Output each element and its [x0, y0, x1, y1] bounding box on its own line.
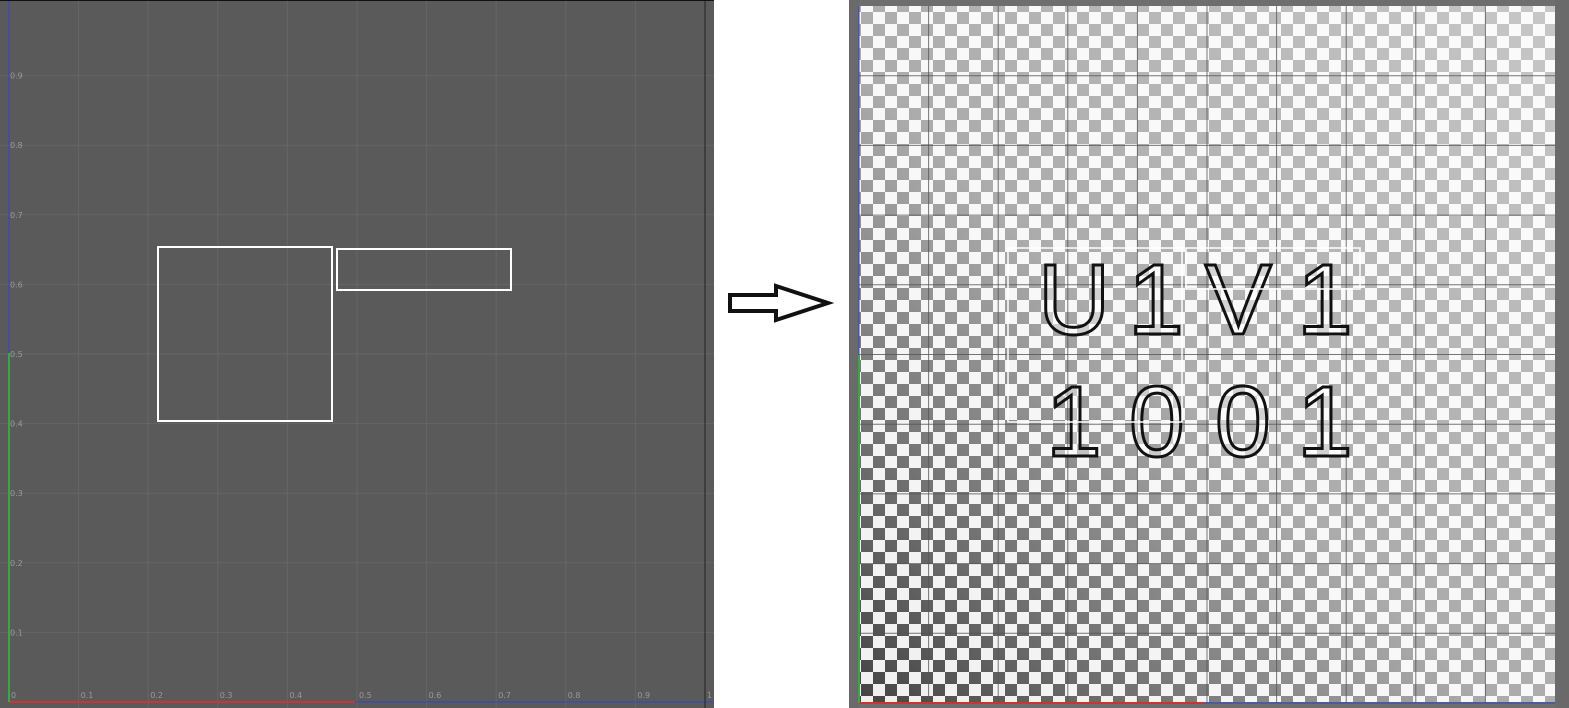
tick-label-x: 0.2 [150, 691, 163, 700]
tick-label-y: 0.4 [10, 420, 23, 429]
tick-label-y: 0.9 [10, 72, 23, 81]
tick-label-y: 0.2 [10, 559, 23, 568]
tick-label-x: 0.7 [498, 691, 511, 700]
tile-letter-v: V [1205, 244, 1272, 356]
tick-label-y: 0.3 [10, 489, 23, 498]
tick-label-y: 0.5 [10, 350, 23, 359]
tick-label-y: 0.6 [10, 280, 23, 289]
uv-shell-square[interactable] [157, 246, 333, 422]
uv-grid [0, 1, 714, 708]
tick-label-y: 0.7 [10, 211, 23, 220]
tick-label-y: 0.1 [10, 628, 23, 637]
right-arrow-icon [726, 282, 835, 324]
tick-label-x: 0.3 [220, 691, 233, 700]
tile-digit-0b: 0 [1215, 366, 1271, 478]
tick-label-x: 0 [11, 691, 16, 700]
uv-grid-canvas: 0 0.1 0.2 0.3 0.4 0.5 0.6 0.7 0.8 0.9 1 0.1 0.2 0.3 0.… [0, 1, 714, 708]
uv-shell-square[interactable] [1007, 247, 1183, 423]
uv-shell-strip[interactable] [1185, 247, 1361, 290]
tile-letter-1b: 1 [1297, 244, 1353, 356]
tick-label-x: 1 [707, 691, 712, 700]
uv-grid [859, 6, 1555, 703]
tile-letter-1a: 1 [1128, 244, 1184, 356]
tick-label-x: 0.9 [637, 691, 650, 700]
tick-label-x: 0.1 [81, 691, 94, 700]
uv-shell-strip[interactable] [336, 248, 512, 291]
tick-label-y: 0.8 [10, 141, 23, 150]
uv-editor-left: 0 0.1 0.2 0.3 0.4 0.5 0.6 0.7 0.8 0.9 1 0.1 0.2 0.3 0.… [0, 0, 714, 708]
tick-label-x: 0.6 [429, 691, 442, 700]
uv-editor-right: U 1 V 1 1 0 0 1 [849, 0, 1569, 708]
uv-checker-canvas: U 1 V 1 1 0 0 1 [849, 0, 1569, 708]
uv-tick-labels: 0 0.1 0.2 0.3 0.4 0.5 0.6 0.7 0.8 0.9 1 0.1 0.2 0.3 0.… [10, 72, 712, 700]
tick-label-x: 0.4 [289, 691, 302, 700]
tick-label-x: 0.5 [359, 691, 372, 700]
tick-label-x: 0.8 [568, 691, 581, 700]
tile-letter-u: U [1038, 244, 1110, 356]
tile-digit-1c: 1 [1297, 366, 1353, 478]
